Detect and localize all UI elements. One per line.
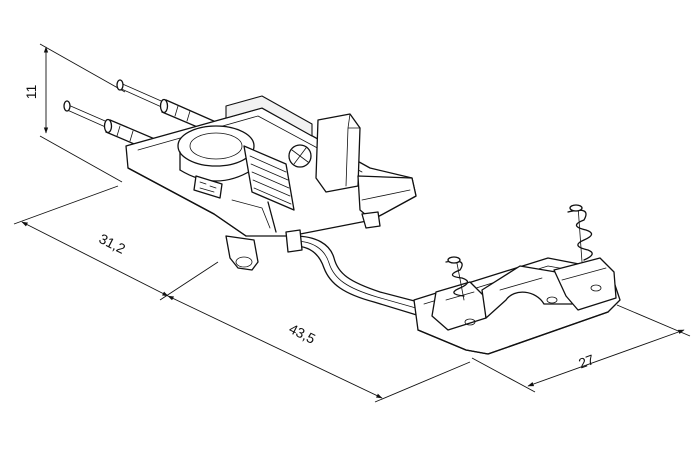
dimension-width-left-label: 31,2 — [96, 230, 128, 257]
screw-spring-left — [445, 256, 469, 301]
dimension-width-left: 31,2 — [13, 185, 219, 301]
dimension-height: 11 — [23, 43, 126, 183]
dimension-width-right: 27 — [471, 304, 691, 393]
dimension-length-label: 43,5 — [286, 320, 318, 347]
dimension-height-label: 11 — [23, 85, 39, 100]
screw-spring-right — [567, 204, 593, 263]
left-connector-housing — [125, 95, 417, 271]
dimension-width-right-label: 27 — [576, 351, 596, 371]
flat-cable — [285, 229, 427, 317]
right-clip-holder — [413, 257, 621, 355]
